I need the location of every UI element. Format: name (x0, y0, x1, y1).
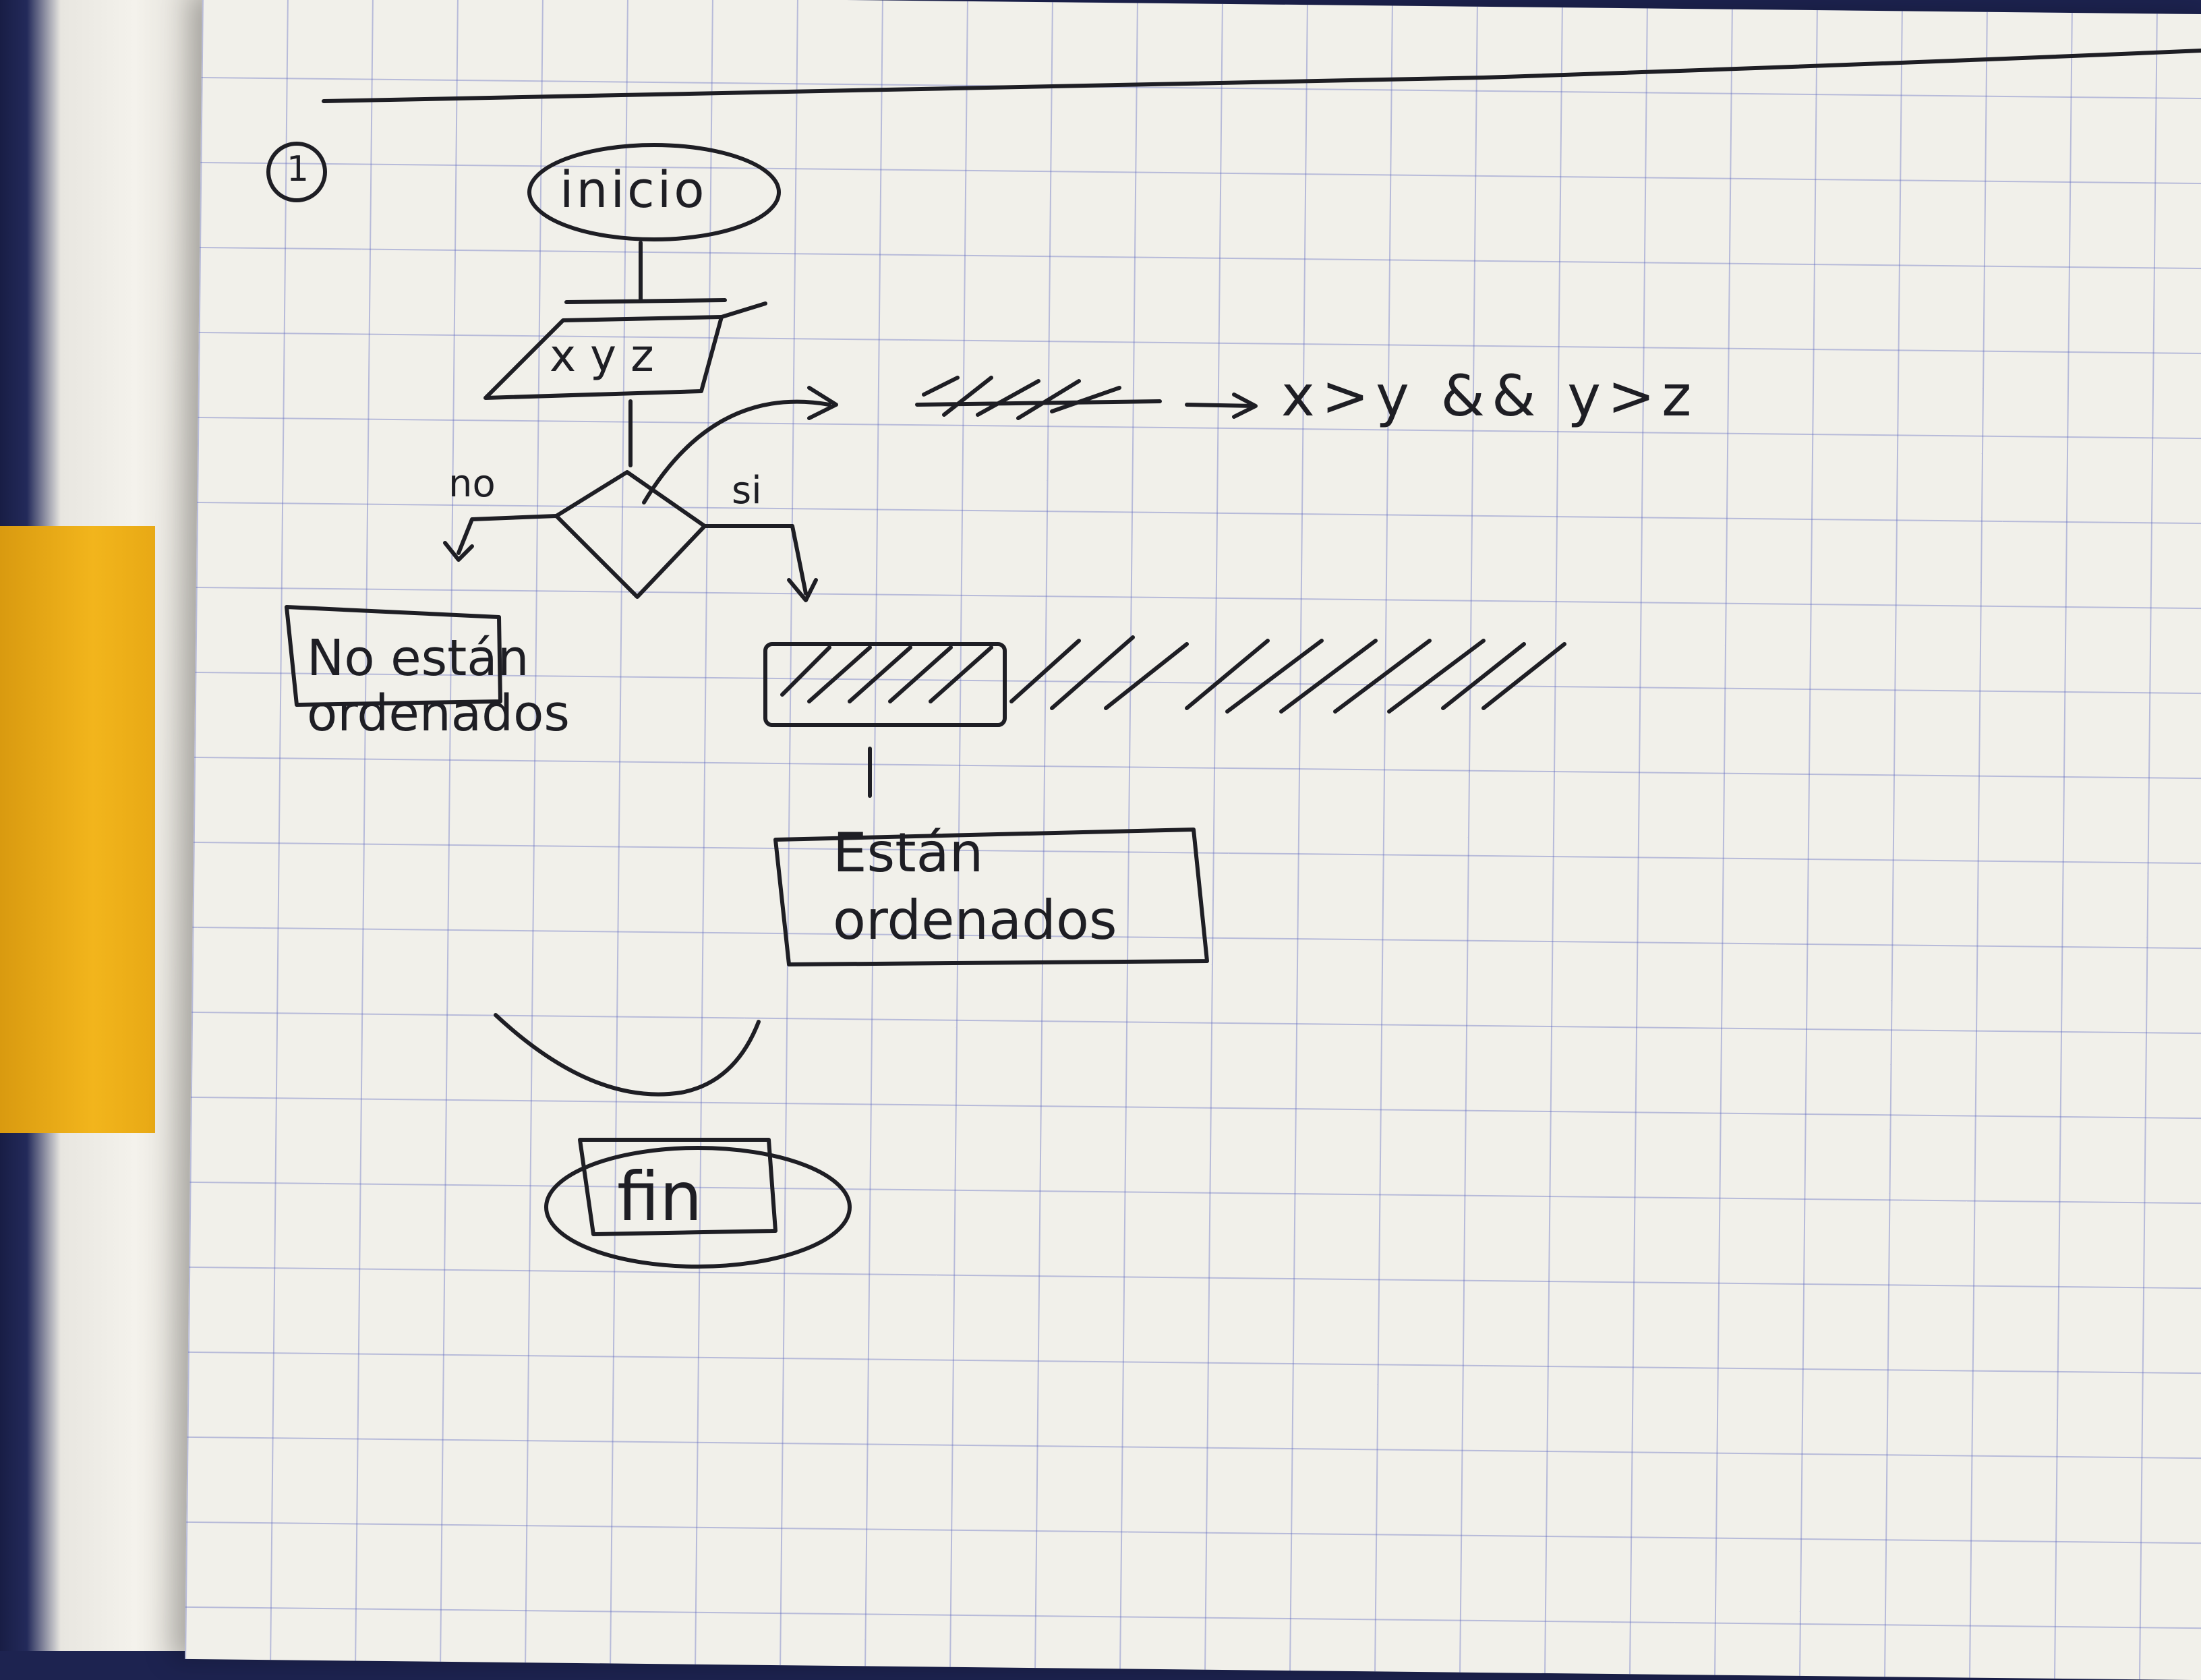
end-oval (544, 1146, 852, 1269)
decision-diamond (554, 470, 707, 599)
yes-branch-label: si (732, 469, 762, 513)
condition-arrow-2 (1185, 393, 1258, 419)
end-label: fin (617, 1157, 703, 1236)
no-result-box (285, 605, 502, 707)
binder-tab (0, 526, 155, 1133)
yes-branch-arrow (703, 524, 818, 602)
header-line (322, 49, 2201, 103)
input-flourish (720, 301, 767, 319)
input-label: x y z (550, 330, 654, 382)
step-number: 1 (287, 149, 310, 190)
yes-result-box (773, 828, 1209, 966)
no-branch-label: no (448, 462, 496, 506)
condition-scratch (915, 376, 1162, 420)
yes-result-label: Están ordenados (833, 821, 1117, 952)
no-result-label: No están ordenados (307, 629, 570, 743)
scratch-lines (780, 635, 1566, 714)
condition-arrow (642, 386, 838, 504)
scratched-box (763, 642, 1007, 727)
input-parallelogram (483, 315, 724, 400)
step-number-circle (266, 142, 327, 202)
start-label: inicio (560, 161, 707, 219)
no-branch-arrow (443, 514, 558, 562)
start-connector (564, 241, 727, 304)
condition-label: x>y && y>z (1281, 363, 1699, 429)
start-oval (527, 143, 781, 241)
end-connector-curve (494, 1013, 761, 1097)
end-inner-box (578, 1138, 777, 1236)
